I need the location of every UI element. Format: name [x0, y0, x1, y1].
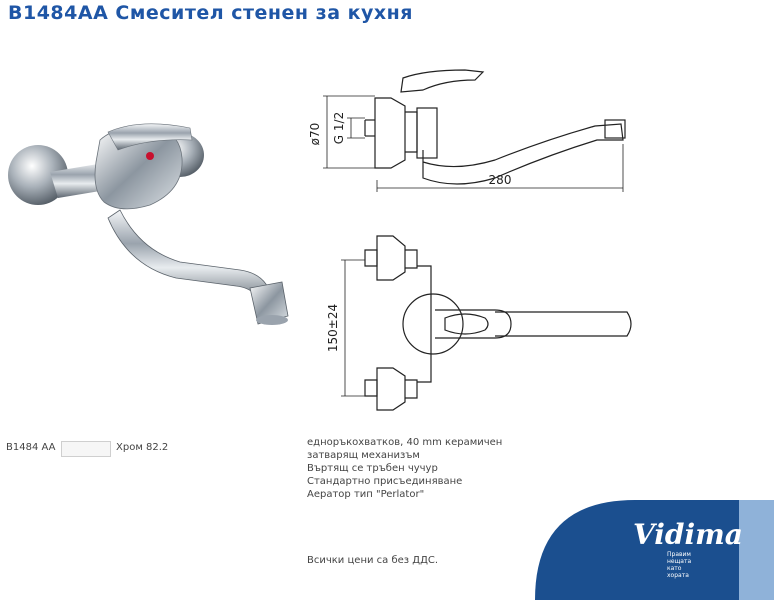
page-title: B1484AA Смесител стенен за кухня [8, 2, 414, 24]
product-photo [8, 123, 289, 325]
description-line: Въртящ се тръбен чучур [307, 463, 438, 474]
color-swatch [61, 441, 111, 457]
description-line: Стандартно присъединяване [307, 476, 463, 487]
product-price: 82.2 [146, 442, 169, 453]
distance-label: 150±24 [326, 304, 340, 352]
brand-tagline-line: като [667, 565, 682, 572]
product-finish: Хром [116, 442, 143, 453]
technical-drawing: ø70 G 1/2 280 150±24 [308, 69, 632, 411]
description-line: затварящ механизъм [307, 450, 420, 461]
brand-logo-block: Vidima Правим нещата като хората [535, 500, 774, 600]
hot-cold-indicator [146, 152, 154, 160]
description-line: Аератор тип "Perlator" [307, 489, 425, 500]
brand-logo: Vidima [633, 518, 743, 551]
description-line: еднoръкохватков, 40 mm керамичен [307, 437, 503, 448]
product-description: еднoръкохватков, 40 mm керамичен затваря… [307, 436, 502, 501]
thread-label: G 1/2 [332, 112, 346, 144]
diameter-label: ø70 [308, 123, 322, 146]
brand-tagline-line: хората [667, 572, 689, 579]
price-note: Всички цени са без ДДС. [307, 555, 439, 566]
product-code: B1484 AA [6, 442, 56, 453]
length-label: 280 [489, 173, 512, 187]
brand-tagline-line: Правим [667, 551, 691, 558]
brand-tagline-line: нещата [667, 558, 691, 565]
left-rosette [8, 145, 68, 205]
